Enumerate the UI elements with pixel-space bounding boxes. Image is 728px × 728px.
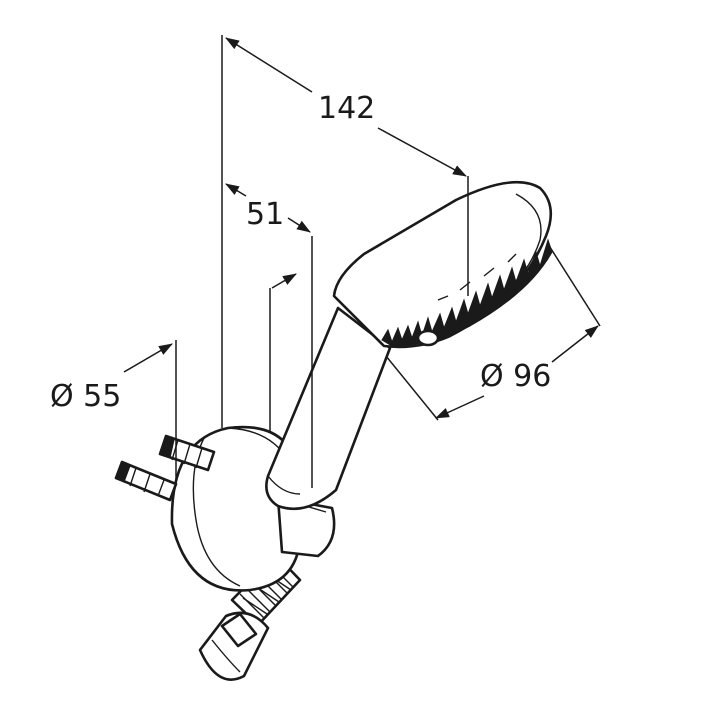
spray-face <box>381 238 553 347</box>
wall-dowels <box>114 434 216 502</box>
dimension-142-label: 142 <box>318 91 375 126</box>
hose-nut <box>198 611 270 681</box>
dimension-51-label: 51 <box>246 197 284 232</box>
dimension-96: Ø 96 <box>435 325 599 419</box>
shower-head <box>332 180 553 349</box>
extension-lines <box>175 35 601 488</box>
dimension-51: 51 <box>225 183 311 289</box>
dimension-annotations: 142 51 Ø 96 Ø 55 <box>50 35 601 488</box>
dimension-55: Ø 55 <box>50 343 173 414</box>
shower-handle <box>265 306 392 510</box>
dimension-55-label: Ø 55 <box>50 379 121 414</box>
dimension-142: 142 <box>225 37 467 177</box>
dimension-96-label: Ø 96 <box>480 359 551 394</box>
shower-assembly <box>114 180 553 681</box>
